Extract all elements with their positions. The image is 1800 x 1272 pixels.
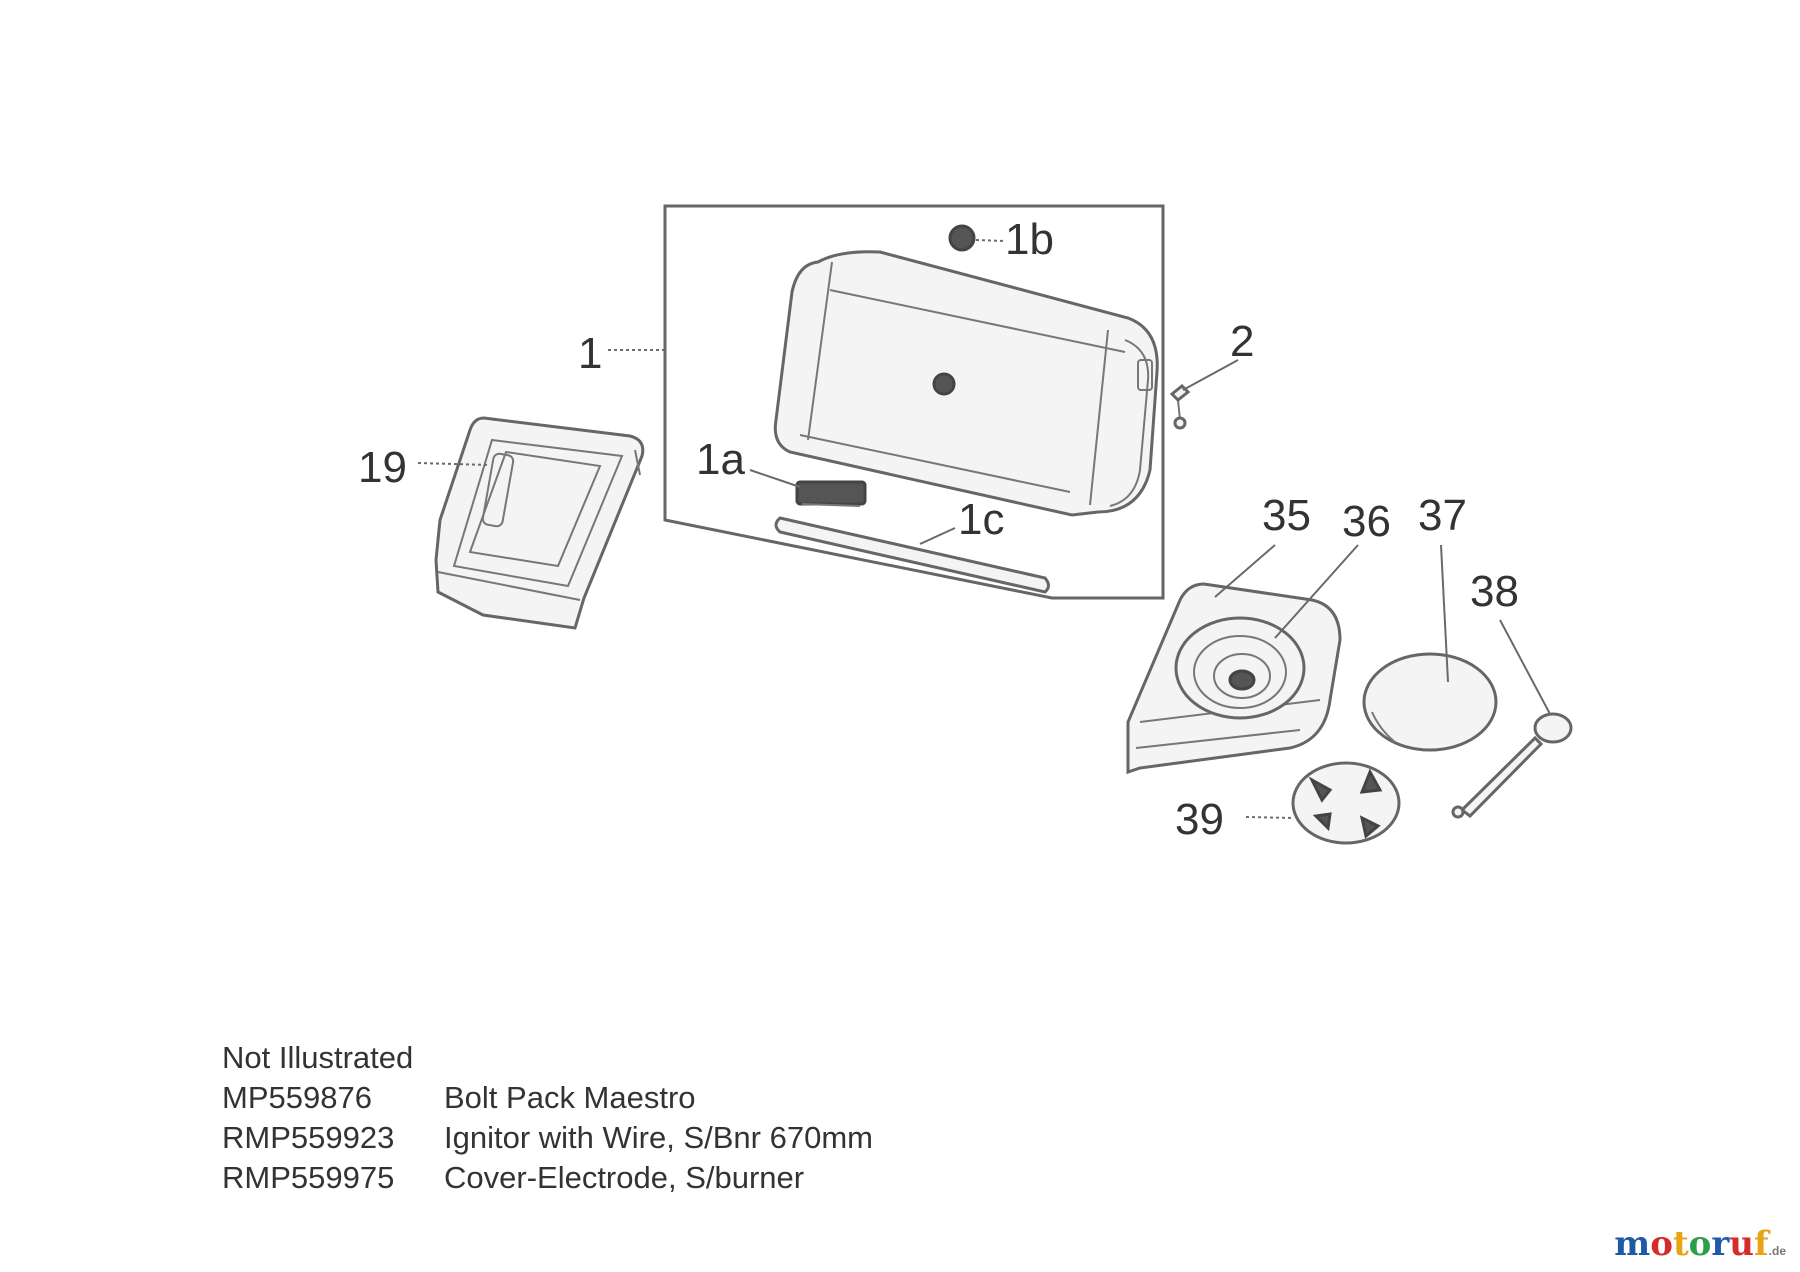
leader-35	[1214, 544, 1276, 598]
leader-38	[1499, 619, 1551, 715]
part-code: MP559876	[222, 1080, 372, 1115]
label-1c: 1c	[958, 495, 1004, 544]
part-description: Ignitor with Wire, S/Bnr 670mm	[444, 1120, 873, 1155]
not-illustrated-list: Not Illustrated MP559876 Bolt Pack Maest…	[222, 1038, 873, 1198]
part-code: RMP559975	[222, 1160, 395, 1195]
label-38: 38	[1470, 567, 1519, 616]
part-36-burner-ring	[1174, 616, 1306, 720]
brand-name: motoruf	[1614, 1224, 1769, 1264]
part-19-side-shelf	[434, 416, 645, 630]
brand-logo: motoruf.de	[1614, 1224, 1786, 1264]
part-description: Bolt Pack Maestro	[444, 1080, 696, 1115]
assembly-frame	[663, 204, 1165, 600]
label-39: 39	[1175, 795, 1224, 844]
part-37-cover-plate	[1362, 652, 1498, 752]
part-38-knob	[1451, 712, 1573, 819]
leader-19	[417, 462, 491, 466]
label-36: 36	[1342, 497, 1391, 546]
label-1a: 1a	[696, 435, 745, 484]
leader-2	[1182, 359, 1239, 391]
leader-39	[1245, 816, 1295, 819]
leader-36	[1274, 544, 1359, 639]
part-39-burner-cap	[1291, 761, 1401, 845]
parts-list-item: MP559876 Bolt Pack Maestro	[222, 1078, 873, 1118]
leader-1a	[749, 469, 801, 488]
part-description: Cover-Electrode, S/burner	[444, 1160, 805, 1195]
parts-list-item: RMP559923 Ignitor with Wire, S/Bnr 670mm	[222, 1118, 873, 1158]
label-1b: 1b	[1005, 215, 1054, 264]
part-1a-handle	[795, 480, 867, 507]
label-2: 2	[1230, 317, 1254, 366]
part-2-bolt	[1169, 383, 1191, 430]
leader-1c	[919, 527, 956, 545]
label-19: 19	[358, 443, 407, 492]
part-code: RMP559923	[222, 1120, 395, 1155]
leader-37	[1440, 544, 1449, 683]
part-1-lid	[773, 250, 1159, 517]
part-1b-knob	[948, 224, 976, 252]
leader-1b	[975, 239, 1006, 242]
label-35: 35	[1262, 491, 1311, 540]
label-1: 1	[578, 329, 602, 378]
brand-domain-suffix: .de	[1768, 1244, 1786, 1258]
parts-list-item: RMP559975 Cover-Electrode, S/burner	[222, 1158, 873, 1198]
label-37: 37	[1418, 491, 1467, 540]
part-1c-rod	[774, 516, 1050, 594]
not-illustrated-heading: Not Illustrated	[222, 1040, 414, 1075]
